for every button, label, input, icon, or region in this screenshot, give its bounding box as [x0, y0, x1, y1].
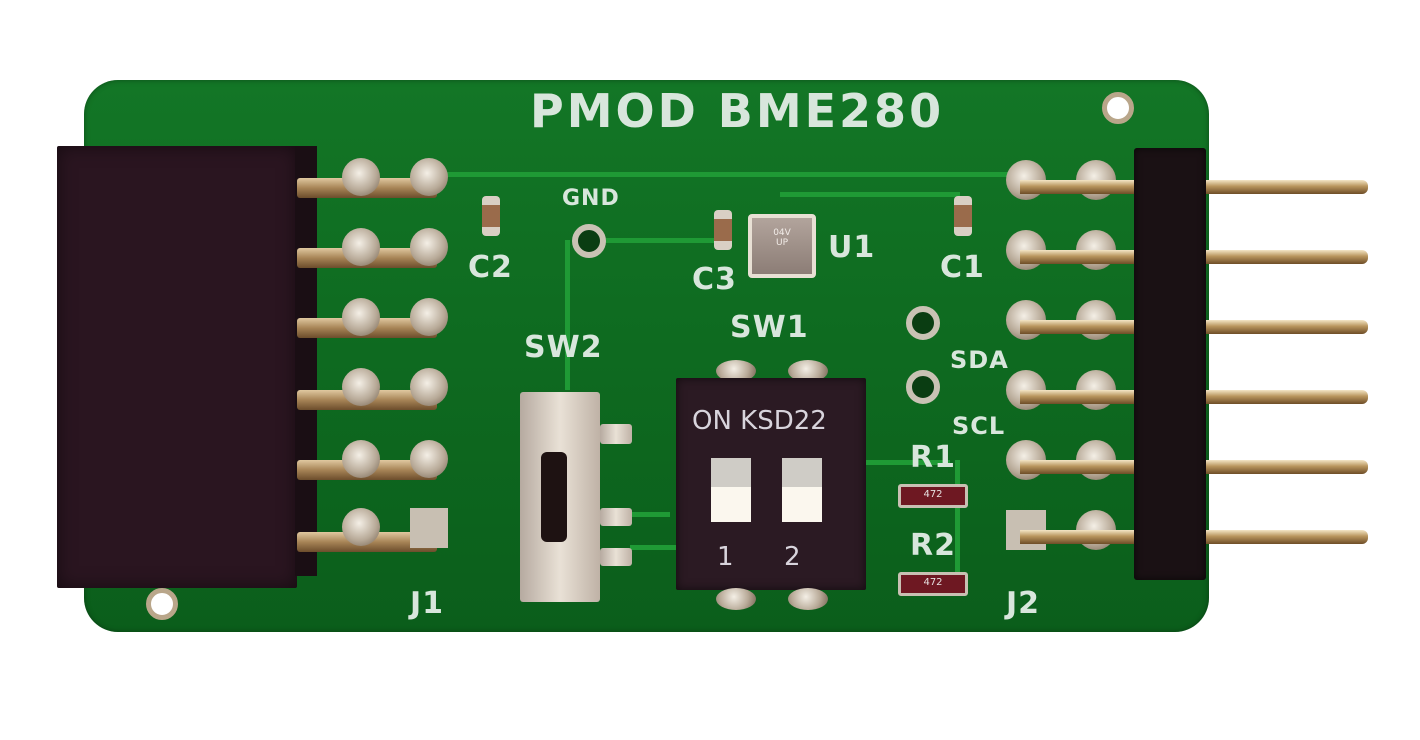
sw1-toggle-1-label: 1: [717, 542, 734, 572]
sw2-terminal: [600, 424, 632, 444]
sw1-pad: [716, 588, 756, 610]
c3-label: C3: [692, 262, 737, 297]
j2-label: J2: [1006, 586, 1041, 621]
mounting-hole-top-right: [1102, 92, 1134, 124]
sw1-pad: [716, 360, 756, 382]
j1-pad: [342, 158, 380, 196]
r2-resistor: 472: [898, 572, 968, 596]
u1-marking-line1: 04V: [773, 228, 791, 238]
trace-c1: [780, 192, 960, 197]
sda-label: SDA: [950, 346, 1009, 374]
j1-pad: [410, 298, 448, 336]
sw2-terminal: [600, 548, 632, 566]
gnd-test-point: [572, 224, 606, 258]
sw2-label: SW2: [524, 330, 603, 365]
j1-pad: [342, 228, 380, 266]
j1-pad: [410, 158, 448, 196]
u1-bme280-sensor: 04V UP: [748, 214, 816, 278]
j1-pad: [342, 440, 380, 478]
trace-gnd-down: [565, 240, 570, 390]
j1-pad: [342, 298, 380, 336]
sw1-toggle-2[interactable]: [782, 458, 822, 522]
sw2-terminal: [600, 508, 632, 526]
gnd-label: GND: [562, 186, 620, 211]
u1-marking-line2: UP: [775, 238, 788, 248]
j1-pad-square: [410, 508, 448, 548]
j1-pad: [410, 368, 448, 406]
j1-header-body: [57, 146, 297, 588]
j1-pad: [410, 228, 448, 266]
mounting-hole-bottom-left: [146, 588, 178, 620]
u1-label: U1: [828, 230, 876, 265]
trace-sw2b: [630, 512, 670, 517]
r1-resistor: 472: [898, 484, 968, 508]
r2-label: R2: [910, 528, 956, 563]
trace-r-vert: [955, 460, 960, 580]
j1-pad: [342, 368, 380, 406]
c3-capacitor: [714, 210, 732, 250]
c1-capacitor: [954, 196, 972, 236]
test-point-1: [906, 306, 940, 340]
j1-pin-rail: [295, 146, 317, 576]
trace-sw2: [630, 545, 680, 550]
sda-test-point: [906, 370, 940, 404]
j2-header-body: [1134, 148, 1206, 580]
c1-label: C1: [940, 250, 985, 285]
sw1-dip-switch: [676, 378, 866, 590]
j1-pad: [410, 440, 448, 478]
sw2-actuator[interactable]: [541, 452, 567, 542]
sw1-pad: [788, 588, 828, 610]
trace-top: [440, 172, 1020, 177]
j1-pad: [342, 508, 380, 546]
scl-label: SCL: [952, 412, 1006, 440]
sw1-pad: [788, 360, 828, 382]
r1-label: R1: [910, 440, 956, 475]
sw1-label: SW1: [730, 310, 809, 345]
c2-capacitor: [482, 196, 500, 236]
trace-c3: [590, 238, 725, 243]
sw1-toggle-1[interactable]: [711, 458, 751, 522]
j1-label: J1: [410, 586, 445, 621]
trace-r1: [860, 460, 950, 465]
board-title: PMOD BME280: [530, 84, 945, 138]
sw1-toggle-2-label: 2: [784, 542, 801, 572]
c2-label: C2: [468, 250, 513, 285]
sw1-body-label: ON KSD22: [692, 406, 827, 436]
